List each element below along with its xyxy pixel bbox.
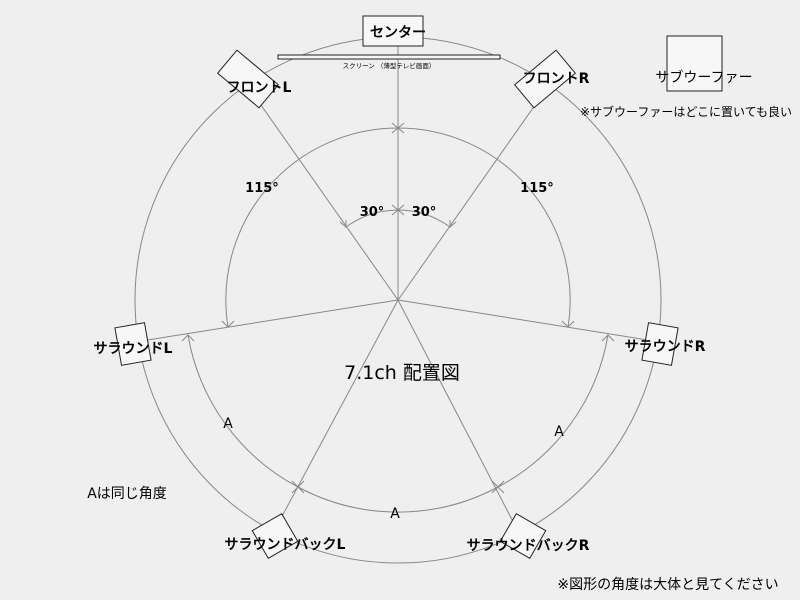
line-surround-l xyxy=(134,299,399,343)
arrow-115-right xyxy=(561,320,575,328)
angle-a-bottom: A xyxy=(390,506,400,522)
arrow-115-left xyxy=(221,320,235,328)
radial-lines xyxy=(134,35,661,536)
surround-r-speaker-box xyxy=(641,322,679,366)
footer-note: ※図形の角度は大体と見てください xyxy=(557,577,778,593)
screen-label: スクリーン （薄型テレビ画面） xyxy=(343,61,436,70)
arc-115-right xyxy=(397,127,571,328)
angle-arcs xyxy=(187,127,609,513)
center-speaker-box xyxy=(362,15,424,47)
label-front-r: フロントR xyxy=(523,71,590,87)
label-surround-back-l: サラウンドバックL xyxy=(225,537,346,553)
surround-l-speaker-box xyxy=(114,322,152,366)
arc-115-left xyxy=(225,127,399,328)
label-front-l: フロントL xyxy=(227,80,292,96)
front-r-speaker-box xyxy=(513,49,577,109)
arc-a-left xyxy=(187,334,299,488)
angle-a-left: A xyxy=(223,416,233,432)
angle-30-left: 30° xyxy=(360,205,385,220)
line-front-r xyxy=(397,97,541,301)
a-labels: A A A xyxy=(223,416,564,522)
line-front-l xyxy=(255,97,399,301)
subwoofer-box xyxy=(666,35,723,92)
arrow-a-right-bottom-2 xyxy=(497,480,505,494)
angle-115-left: 115° xyxy=(245,181,279,196)
surround-back-r-speaker-box xyxy=(499,512,547,560)
line-surround-back-r xyxy=(397,299,521,536)
angle-115-right: 115° xyxy=(520,181,554,196)
angle-30-right: 30° xyxy=(412,205,437,220)
arc-30-left xyxy=(345,209,399,228)
line-surround-back-l xyxy=(271,299,399,536)
speaker-labels: センター フロントL フロントR サラウンドL サラウンドR サラウンドバックL… xyxy=(94,25,706,554)
subwoofer-note: ※サブウーファーはどこに置いても良い xyxy=(580,104,792,119)
surround-back-l-speaker-box xyxy=(251,512,299,560)
arc-a-bottom xyxy=(297,486,499,513)
label-surround-r: サラウンドR xyxy=(625,339,706,355)
label-subwoofer: サブウーファー xyxy=(655,69,752,86)
label-surround-l: サラウンドL xyxy=(94,341,173,357)
arrow-30-top-2 xyxy=(391,209,405,216)
angle-a-right: A xyxy=(554,424,564,440)
arrow-30-left xyxy=(339,220,347,229)
arc-30-right xyxy=(397,209,451,228)
arc-a-right xyxy=(497,334,609,488)
arrowheads xyxy=(181,122,615,494)
arrow-a-right-top xyxy=(601,334,615,342)
label-center: センター xyxy=(370,25,426,41)
screen-bar xyxy=(277,54,501,60)
speaker-boxes xyxy=(114,15,723,560)
diagram-title: 7.1ch 配置図 xyxy=(344,362,460,384)
arrow-115-top-2 xyxy=(391,127,405,134)
label-surround-back-r: サラウンドバックR xyxy=(467,538,590,554)
arrow-a-left-top xyxy=(181,334,195,342)
arrow-a-left-bottom-2 xyxy=(297,480,305,494)
a-note: Aは同じ角度 xyxy=(87,486,167,502)
front-l-speaker-box xyxy=(216,49,280,109)
arrow-30-right xyxy=(449,220,457,229)
line-surround-r xyxy=(397,299,661,343)
angle-labels: 30° 30° 115° 115° xyxy=(245,181,554,220)
